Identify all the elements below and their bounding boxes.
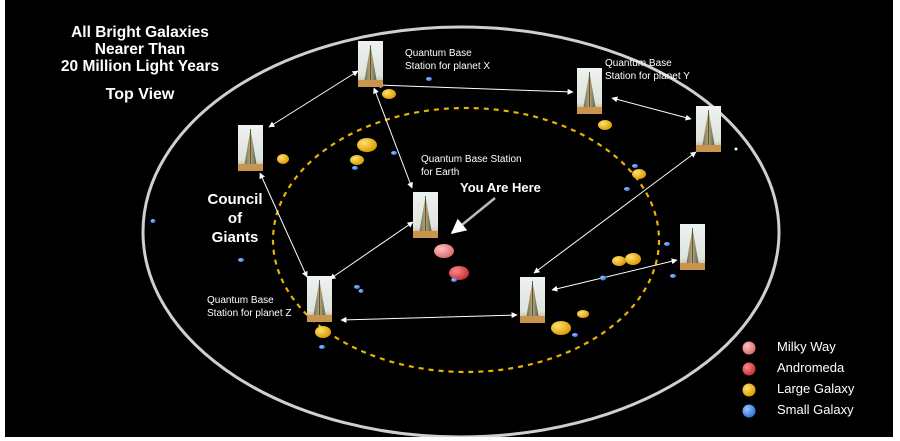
diagram-canvas: All Bright Galaxies Nearer Than 20 Milli… [5, 0, 893, 437]
large-galaxy [357, 138, 377, 152]
small-galaxy [358, 289, 364, 293]
top-view-label: Top View [105, 86, 175, 103]
legend-label: Small Galaxy [777, 402, 854, 417]
small-galaxy [150, 219, 156, 223]
title-line-3: 20 Million Light Years [60, 58, 220, 75]
legend-dot-andromeda [742, 362, 756, 376]
council-line-2: of [227, 210, 243, 227]
diagram-svg [141, 25, 781, 437]
council-of-giants-label: Council of Giants [180, 190, 290, 247]
station-z-label: Quantum Base Station for planet Z [207, 294, 292, 320]
station-y-icon [577, 68, 602, 114]
connection-arrows [259, 70, 697, 323]
small-galaxy [572, 333, 578, 337]
arrow-x-earth [373, 87, 413, 189]
legend-label: Milky Way [777, 339, 836, 354]
outer-ring [141, 25, 781, 437]
galaxies [150, 77, 738, 349]
small-galaxy [238, 258, 244, 262]
station-earth-icon [413, 192, 438, 238]
title-line-1: All Bright Galaxies [71, 24, 209, 41]
station-y-label-line-1: Quantum Base [605, 58, 672, 69]
station-far-east-icon [680, 224, 705, 270]
arrow-z-southeast [340, 312, 518, 323]
station-x-label-line-1: Quantum Base [405, 48, 472, 59]
small-galaxy [391, 151, 397, 155]
large-galaxy [612, 256, 626, 266]
station-y-label: Quantum Base Station for planet Y [605, 57, 690, 83]
legend-dot-large-galaxy [742, 383, 756, 397]
legend-label: Large Galaxy [777, 381, 855, 396]
large-galaxy [625, 253, 641, 265]
station-southeast-icon [520, 277, 545, 323]
large-galaxy [632, 169, 646, 179]
station-earth-label: Quantum Base Station for Earth [421, 153, 522, 179]
small-galaxy [319, 345, 325, 349]
station-earth-label-line-2: for Earth [421, 167, 460, 178]
small-galaxy [624, 187, 630, 191]
arrow-y-east [611, 96, 692, 121]
small-galaxy [734, 147, 738, 151]
large-galaxy [315, 326, 331, 338]
legend-dots [742, 341, 756, 418]
small-galaxy [426, 77, 432, 81]
station-x-icon [358, 41, 383, 87]
you-are-here-label: You Are Here [460, 180, 541, 195]
large-galaxy [577, 310, 589, 318]
large-galaxy [277, 154, 289, 164]
station-west-icon [238, 125, 263, 171]
small-galaxy [354, 285, 360, 289]
small-galaxy [664, 242, 670, 246]
milky-way [434, 244, 454, 258]
small-galaxy [670, 274, 676, 278]
arrow-x-west [268, 70, 359, 128]
council-line-3: Giants [211, 229, 259, 246]
arrow-x-y [375, 82, 574, 95]
large-galaxy [382, 89, 396, 99]
station-east-icon [696, 106, 721, 152]
andromeda [449, 266, 469, 280]
large-galaxy [350, 155, 364, 165]
small-galaxy [352, 166, 358, 170]
you-are-here-pointer [450, 197, 496, 234]
arrow-earth-z [329, 221, 414, 280]
arrow-southeast-far [551, 258, 678, 292]
station-earth-label-line-1: Quantum Base Station [421, 154, 522, 165]
council-line-1: Council [207, 191, 263, 208]
station-y-label-line-2: Station for planet Y [605, 71, 690, 82]
base-stations [238, 41, 721, 323]
station-z-label-line-1: Quantum Base [207, 295, 274, 306]
legend-dot-milky-way [742, 341, 756, 355]
station-z-icon [307, 276, 332, 322]
small-galaxy [451, 278, 457, 282]
station-x-label-line-2: Station for planet X [405, 61, 491, 72]
station-z-label-line-2: Station for planet Z [207, 308, 292, 319]
legend-label: Andromeda [777, 360, 845, 375]
small-galaxy [600, 275, 606, 281]
large-galaxy [551, 321, 571, 335]
arrow-east-southeast [533, 151, 697, 274]
title-line-2: Nearer Than [94, 41, 186, 58]
large-galaxy [598, 120, 612, 130]
small-galaxy [632, 164, 638, 168]
station-x-label: Quantum Base Station for planet X [405, 47, 490, 73]
legend-dot-small-galaxy [742, 404, 756, 418]
arrow-west-z [259, 172, 308, 278]
